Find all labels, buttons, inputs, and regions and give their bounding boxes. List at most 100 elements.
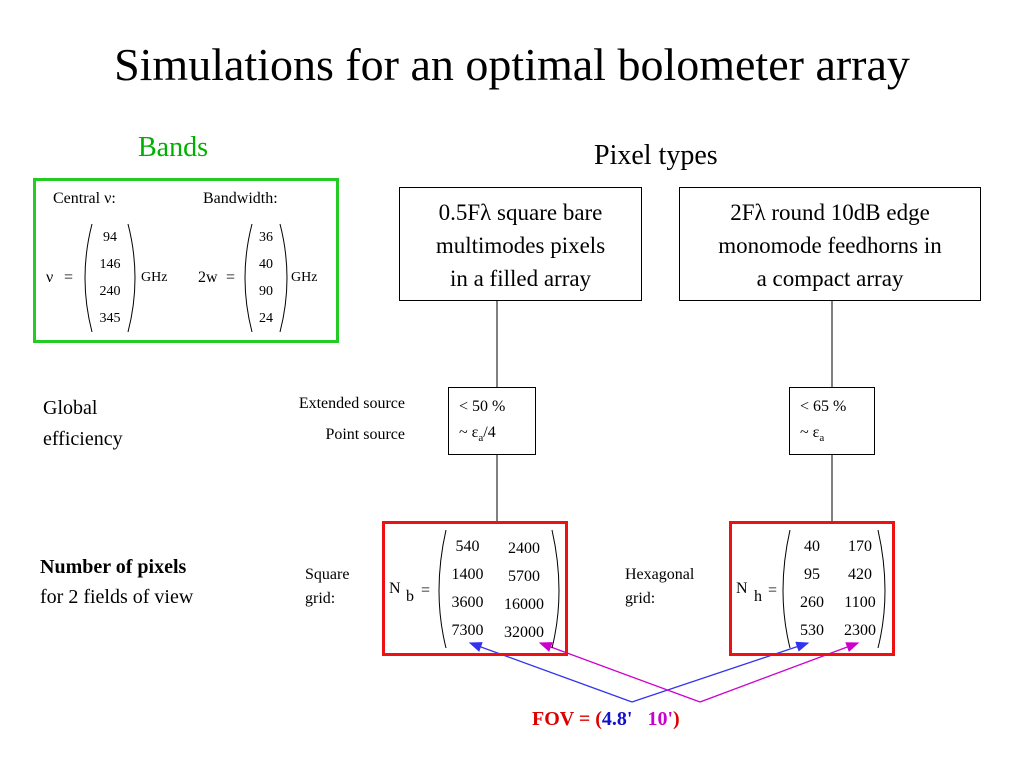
efficiency-type-2-point: ~ εa (800, 420, 874, 451)
point-source-label: Point source (325, 426, 405, 443)
nu-matrix-right-bracket (127, 223, 136, 333)
number-of-pixels-title: Number of pixels (40, 556, 187, 578)
nu-matrix: 94 146 240 345 (92, 224, 128, 332)
bandwidth-label: Bandwidth: (203, 190, 278, 207)
bw-value: 36 (259, 230, 273, 245)
extended-source-label: Extended source (298, 395, 405, 412)
square-matrix-left-bracket (438, 529, 447, 649)
square-n-symbol: N (389, 580, 401, 597)
square-grid-box (382, 521, 568, 656)
hex-n-sub: h (754, 588, 762, 605)
bw-equals: = (226, 269, 236, 286)
pixel-type-2-box: 2Fλ round 10dB edge monomode feedhorns i… (679, 187, 981, 301)
square-cell: 2400 (508, 540, 540, 557)
nu-symbol: ν (46, 269, 54, 286)
hex-cell: 170 (848, 538, 872, 555)
square-matrix-right-bracket (551, 529, 560, 649)
bw-matrix-left-bracket (244, 223, 253, 333)
arrow-blue-hex (631, 641, 810, 703)
pixel-type-1-box: 0.5Fλ square bare multimodes pixels in a… (399, 187, 642, 301)
hex-equals: = (768, 582, 778, 599)
pixel-type-1-line: multimodes pixels (435, 233, 606, 258)
hex-grid-line: grid: (625, 590, 656, 607)
square-n-sub: b (406, 588, 414, 605)
square-matrix-col-1: 540 1400 3600 7300 (445, 533, 490, 645)
fov-suffix: ) (673, 708, 680, 730)
hex-cell: 95 (804, 566, 820, 583)
central-nu-label: Central ν: (53, 190, 116, 207)
square-cell: 3600 (451, 594, 484, 611)
hex-cell: 2300 (844, 622, 876, 639)
pixel-types-label: Pixel types (594, 140, 718, 171)
nu-value: 146 (99, 257, 121, 272)
hex-matrix-left-bracket (782, 529, 791, 649)
bw-symbol: 2w (198, 269, 218, 286)
square-grid-line: grid: (305, 590, 336, 607)
square-cell: 5700 (508, 568, 540, 585)
bw-matrix-right-bracket (279, 223, 288, 333)
pixel-type-1-line: in a filled array (449, 266, 592, 291)
square-matrix-col-2: 2400 5700 16000 32000 (496, 535, 552, 647)
nu-equals: = (64, 269, 74, 286)
bw-matrix: 36 40 90 24 (252, 224, 280, 332)
pixel-type-2-line: monomode feedhorns in (718, 233, 942, 258)
bw-value: 24 (259, 311, 273, 326)
pixel-type-1-line: 0.5Fλ square bare (438, 200, 603, 225)
global-efficiency-line: efficiency (43, 428, 123, 450)
arrow-magenta-hex (699, 642, 860, 703)
nu-unit: GHz (141, 270, 168, 285)
efficiency-type-1-box: < 50 % ~ εa/4 (448, 387, 536, 455)
nu-value: 94 (103, 230, 117, 245)
bw-unit: GHz (291, 270, 318, 285)
hex-cell: 420 (848, 566, 872, 583)
fov-label: FOV = (4.8' 10') (532, 708, 680, 731)
bands-label: Bands (138, 132, 208, 163)
efficiency-type-1-extended: < 50 % (459, 398, 506, 415)
arrow-blue-square (468, 642, 633, 703)
global-efficiency-label: Global efficiency (43, 393, 123, 455)
hex-n-symbol: N (736, 580, 748, 597)
efficiency-type-2-extended: < 65 % (800, 398, 847, 415)
bands-box (33, 178, 339, 343)
bw-value: 90 (259, 284, 273, 299)
efficiency-type-1-point-suffix: /4 (483, 424, 496, 441)
hex-cell: 530 (800, 622, 824, 639)
square-equals: = (421, 582, 431, 599)
hex-cell: 260 (800, 594, 824, 611)
hex-grid-label: Hexagonal grid: (625, 563, 694, 611)
efficiency-type-1-point-sub: a (478, 432, 484, 445)
hex-grid-box (729, 521, 895, 656)
hex-matrix-right-bracket (877, 529, 886, 649)
pixel-type-2-line: a compact array (756, 266, 904, 291)
pixel-type-2-line: 2Fλ round 10dB edge (730, 200, 930, 225)
page-title: Simulations for an optimal bolometer arr… (114, 39, 910, 90)
fov-value-1: 4.8' (601, 708, 633, 730)
bw-value: 40 (259, 257, 273, 272)
global-efficiency-line: Global (43, 397, 98, 419)
efficiency-type-1-point-prefix: ~ ε (459, 424, 479, 441)
efficiency-type-2-point-sub: a (819, 432, 825, 445)
square-cell: 540 (455, 538, 480, 555)
nu-matrix-left-bracket (84, 223, 93, 333)
square-cell: 32000 (504, 624, 544, 641)
efficiency-type-1-point: ~ εa/4 (459, 420, 535, 451)
efficiency-type-2-point-prefix: ~ ε (800, 424, 820, 441)
fov-value-2: 10' (647, 708, 674, 730)
nu-value: 345 (99, 311, 121, 326)
hex-cell: 1100 (844, 594, 876, 611)
number-of-pixels-label: Number of pixels for 2 fields of view (40, 552, 193, 612)
efficiency-type-2-box: < 65 % ~ εa (789, 387, 875, 455)
hex-matrix-col-2: 170 420 1100 2300 (836, 533, 884, 645)
hex-matrix-col-1: 40 95 260 530 (792, 533, 832, 645)
square-cell: 16000 (504, 596, 544, 613)
hex-grid-line: Hexagonal (625, 566, 695, 583)
square-cell: 7300 (451, 622, 484, 639)
fov-prefix: FOV = ( (532, 708, 602, 730)
square-cell: 1400 (451, 566, 484, 583)
nu-value: 240 (99, 284, 121, 299)
square-grid-line: Square (305, 566, 350, 583)
number-of-pixels-subtitle: for 2 fields of view (40, 586, 194, 608)
hex-cell: 40 (804, 538, 820, 555)
square-grid-label: Square grid: (305, 563, 349, 611)
